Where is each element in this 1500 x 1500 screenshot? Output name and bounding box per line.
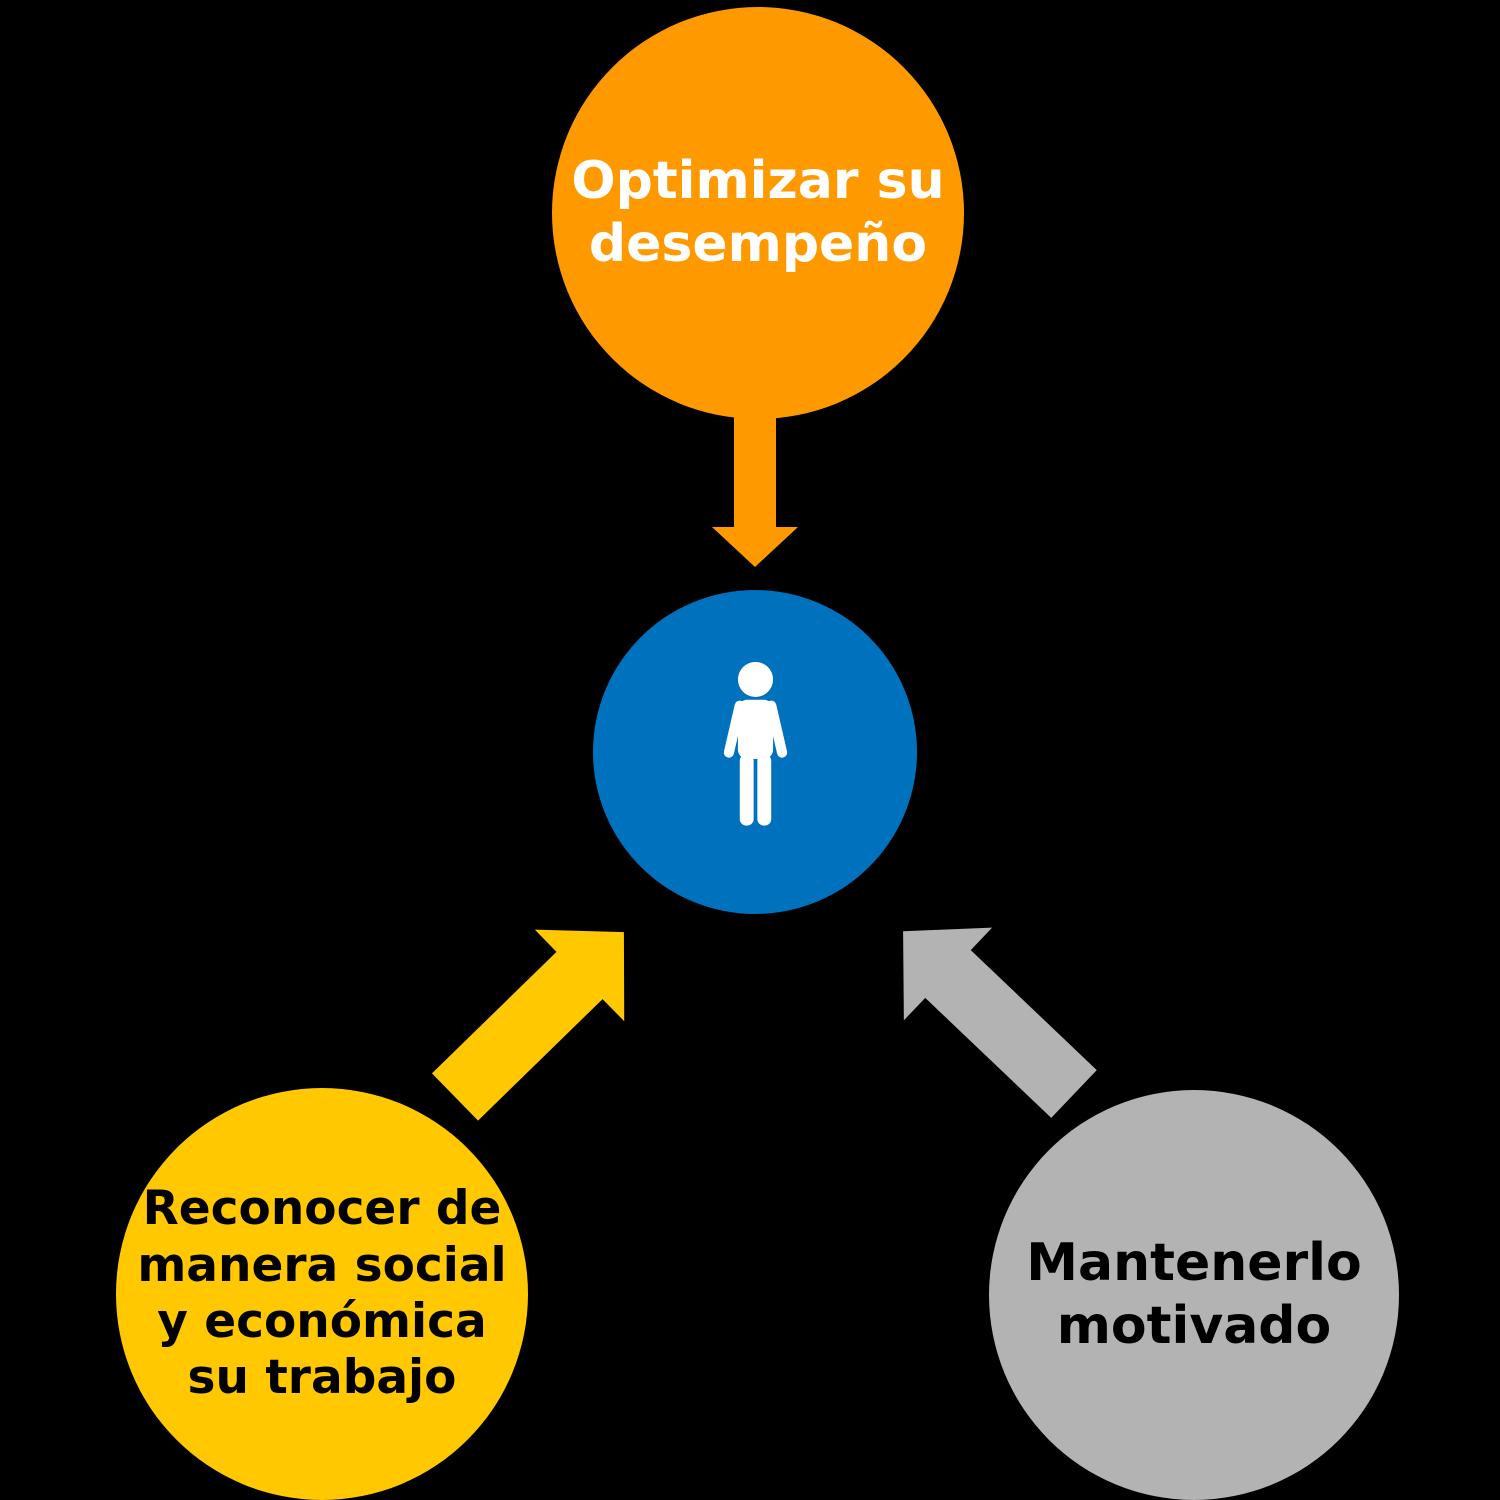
- node-mantenerlo-motivado-label: Mantenerlo motivado: [1026, 1232, 1362, 1356]
- node-optimizar-desempeno-label: Optimizar su desempeño: [571, 150, 945, 274]
- node-mantenerlo-motivado: Mantenerlo motivado: [989, 1090, 1399, 1500]
- node-reconocer-trabajo: Reconocer de manera social y económica s…: [116, 1088, 528, 1500]
- node-reconocer-trabajo-label: Reconocer de manera social y económica s…: [137, 1181, 507, 1406]
- node-person-center: [593, 590, 917, 914]
- arrow-up-right-icon: [431, 929, 625, 1121]
- node-optimizar-desempeno: Optimizar su desempeño: [552, 7, 964, 419]
- person-icon: [723, 661, 787, 826]
- arrow-up-left-icon: [903, 927, 1097, 1118]
- arrow-down-icon: [712, 414, 798, 567]
